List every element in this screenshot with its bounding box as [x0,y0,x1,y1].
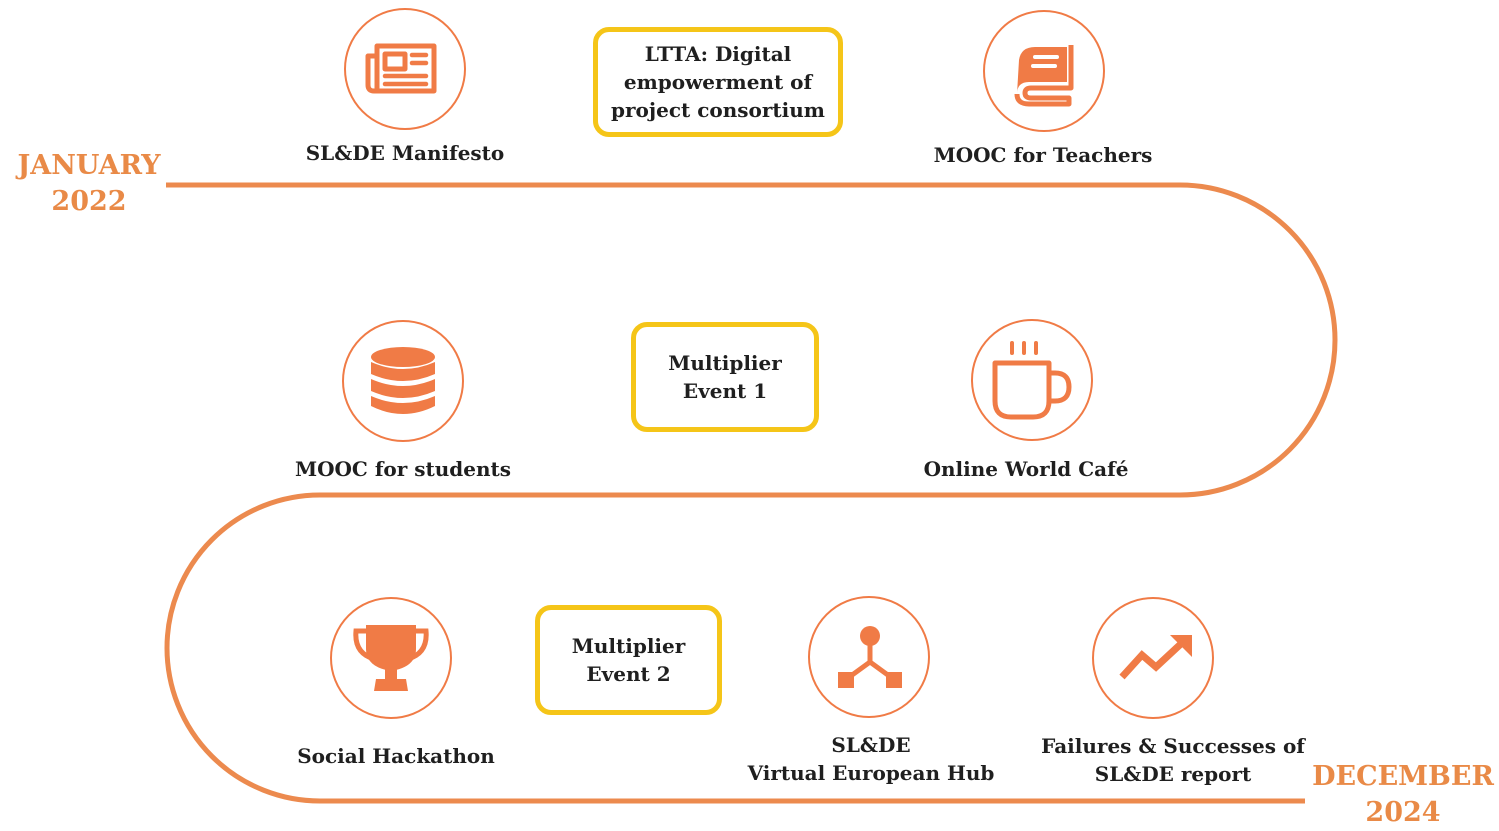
event-ltta: LTTA: Digital empowerment of project con… [593,27,843,137]
event-multiplier-2: Multiplier Event 2 [535,605,722,715]
multiplier1-line1: Multiplier [668,351,782,375]
hackathon-label: Social Hackathon [297,744,495,768]
ltta-line3: project consortium [611,98,825,122]
coffee-icon [971,319,1093,441]
end-year: 2024 [1365,797,1441,828]
mooc-students-label: MOOC for students [294,457,512,481]
book-icon [983,10,1105,132]
event-multiplier-1: Multiplier Event 1 [631,322,819,432]
mooc-teachers-label: MOOC for Teachers [933,143,1153,167]
trend-up-icon [1092,597,1214,719]
report-label-line2: SL&DE report [1094,762,1252,786]
hub-label-line1: SL&DE [831,733,911,757]
end-month: DECEMBER [1312,761,1494,792]
hub-label-line2: Virtual European Hub [747,761,995,785]
newspaper-icon [344,8,466,130]
multiplier1-line2: Event 1 [682,379,768,403]
end-date-label: DECEMBER 2024 [1308,759,1498,831]
multiplier2-line1: Multiplier [571,634,686,658]
trophy-icon [330,597,452,719]
start-year: 2022 [51,186,127,217]
report-label-line1: Failures & Successes of [1041,734,1305,758]
start-date-label: JANUARY 2022 [0,148,178,220]
world-cafe-label: Online World Café [923,457,1129,481]
network-icon [808,596,930,718]
start-month: JANUARY [17,150,161,181]
ltta-line2: empowerment of [623,70,813,94]
ltta-line1: LTTA: Digital [644,42,792,66]
database-icon [342,320,464,442]
hub-label: SL&DE Virtual European Hub [721,731,1021,787]
report-label: Failures & Successes of SL&DE report [1023,732,1323,788]
manifesto-label: SL&DE Manifesto [305,141,505,165]
multiplier2-line2: Event 2 [586,662,671,686]
